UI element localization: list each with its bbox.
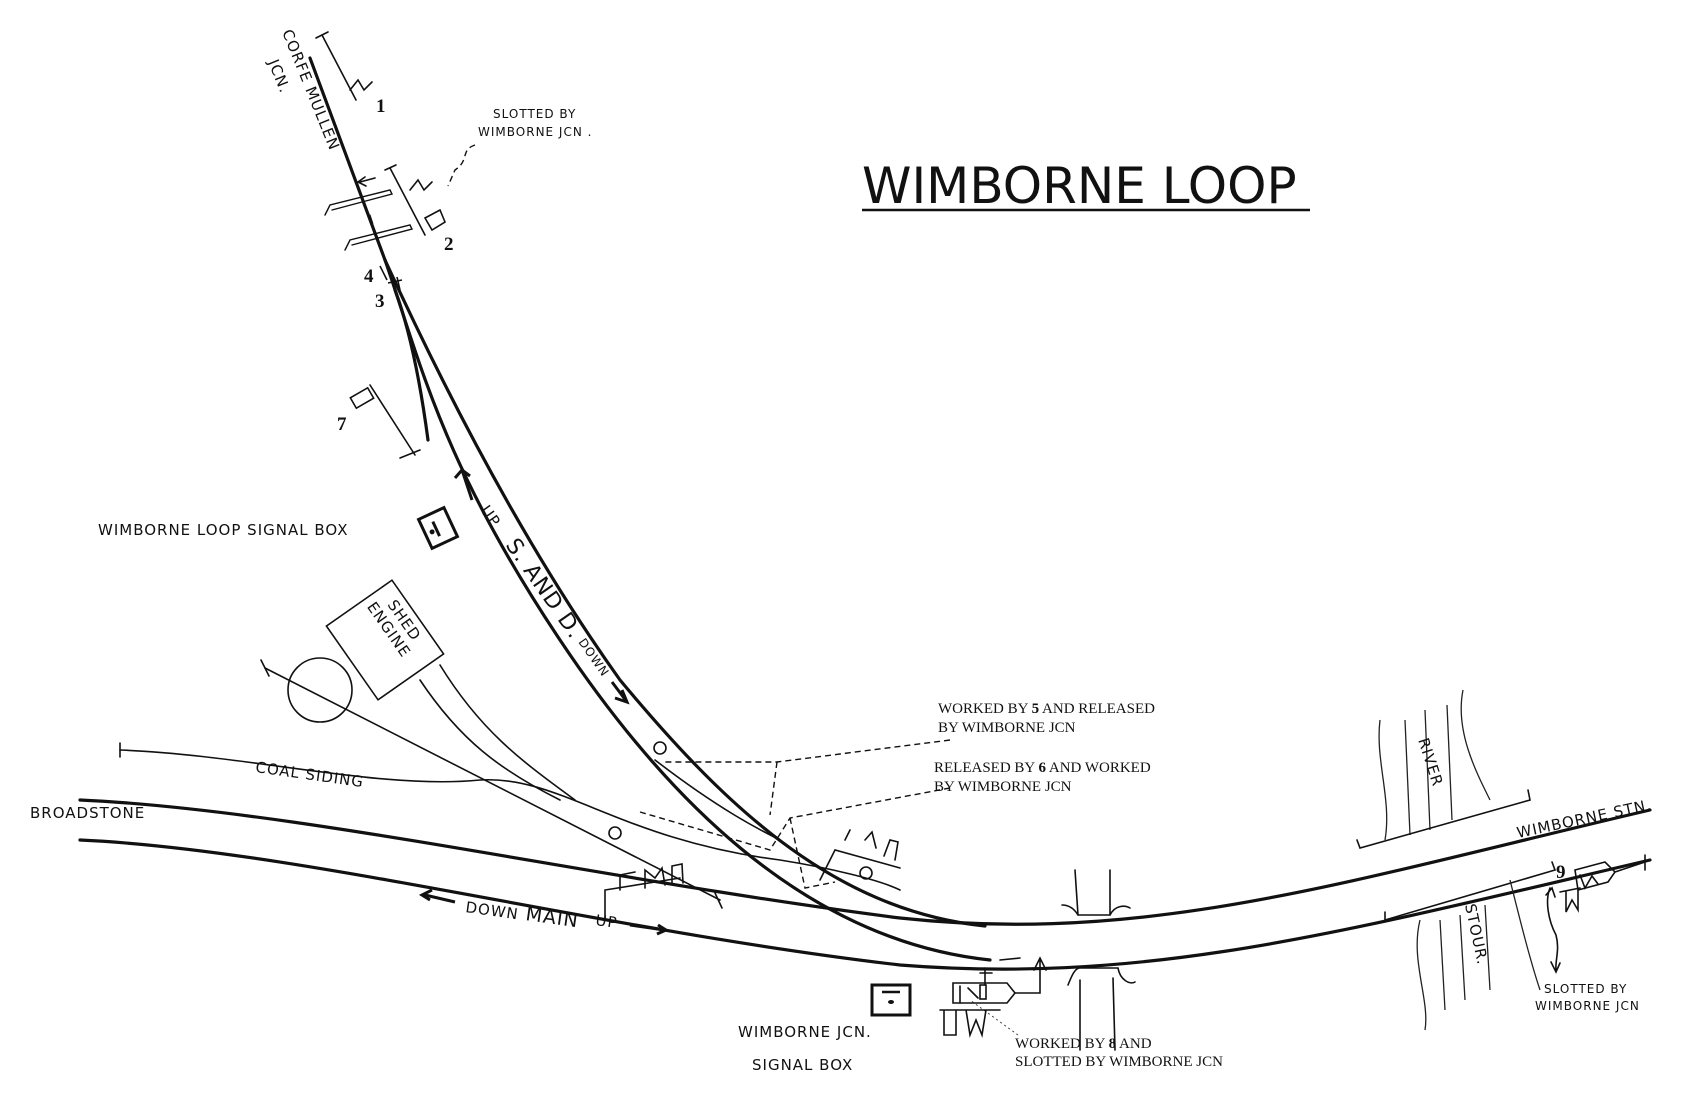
note-8-line2: SLOTTED BY WIMBORNE JCN <box>1015 1054 1223 1070</box>
road-bridge <box>1061 869 1136 1051</box>
main-line-south-rail <box>78 838 1652 971</box>
signal-number-9: 9 <box>1556 862 1566 883</box>
note-slotted-right-1: SLOTTED BY <box>1544 982 1627 996</box>
crossover-siding <box>654 759 781 841</box>
shed-road-1 <box>439 664 576 801</box>
main-line-labels: DOWN MAIN UP <box>418 888 670 936</box>
corfe-mullen-label-2: JCN. <box>264 56 294 96</box>
up-arrow-icon <box>453 467 474 501</box>
broadstone-label: BROADSTONE <box>30 804 145 822</box>
loop-box-label: WIMBORNE LOOP SIGNAL BOX <box>98 521 349 539</box>
note-6-post: AND WORKED <box>1046 760 1151 776</box>
corfe-mullen-label: CORFE MULLEN JCN. <box>264 27 343 153</box>
note-8-num: 8 <box>1109 1036 1117 1052</box>
sd-name-label: S. AND D. <box>500 534 587 644</box>
annotation-pointers <box>447 144 1019 1036</box>
note-slotted-right: SLOTTED BY WIMBORNE JCN <box>1535 982 1640 1013</box>
svg-text:WORKED BY 5 AND RELEASED: WORKED BY 5 AND RELEASED <box>938 701 1155 717</box>
main-line <box>78 798 1652 971</box>
diagram-title: WIMBORNE LOOP <box>862 157 1297 215</box>
note-slotted-top: SLOTTED BY WIMBORNE JCN . <box>478 107 592 139</box>
turntable-buffer <box>260 659 270 677</box>
signal-number-1: 1 <box>376 96 386 117</box>
river-stour: RIVER STOUR. <box>1356 689 1557 1031</box>
sd-line <box>308 56 992 962</box>
coal-siding-label: COAL SIDING <box>254 758 365 791</box>
signal-number-4: 4 <box>364 266 374 287</box>
title-group: WIMBORNE LOOP <box>862 157 1310 215</box>
bridge-north-parapet <box>1356 789 1531 849</box>
note-slotted-top-2: WIMBORNE JCN . <box>478 125 592 139</box>
main-down-arrow-icon <box>418 888 456 904</box>
loop-box-icon <box>416 505 460 551</box>
loop-spur <box>393 288 430 442</box>
sd-up-rail <box>383 258 992 962</box>
main-up-label: UP <box>594 911 618 932</box>
signal-1: 1 <box>315 31 386 117</box>
note-slotted-right-2: WIMBORNE JCN <box>1535 999 1640 1013</box>
signal-number-3: 3 <box>375 291 385 312</box>
main-name-label: MAIN <box>524 903 580 932</box>
note-5-post: AND RELEASED <box>1039 701 1155 717</box>
turntable-circle <box>287 657 353 723</box>
sd-down-rail <box>383 258 987 928</box>
coal-siding-track <box>119 749 901 891</box>
spur-buffer <box>714 892 723 909</box>
river-bank-south-right <box>1509 879 1541 991</box>
note-5-num: 5 <box>1032 701 1040 717</box>
note-6-pre: RELEASED BY <box>934 760 1038 776</box>
signal-2: 2 <box>356 164 454 255</box>
signal-number-7: 7 <box>337 414 347 435</box>
catch-points: 4 3 <box>324 189 414 312</box>
signal-number-2: 2 <box>444 234 454 255</box>
signal-9: 9 <box>1545 854 1646 974</box>
main-up-arrow-icon <box>629 923 670 936</box>
note-6-num: 6 <box>1038 760 1046 776</box>
down-arrow-icon <box>610 681 630 705</box>
note-6-line2: BY WIMBORNE JCN <box>934 779 1072 795</box>
svg-text:WORKED BY 8 AND: WORKED BY 8 AND <box>1015 1036 1152 1052</box>
note-8-pre: WORKED BY <box>1015 1036 1109 1052</box>
bridge-south-parapet <box>1384 861 1557 922</box>
note-slotted-top-1: SLOTTED BY <box>493 107 576 121</box>
note-signal-6: RELEASED BY 6 AND WORKED BY WIMBORNE JCN <box>934 760 1151 795</box>
note-5-line2: BY WIMBORNE JCN <box>938 720 1076 736</box>
engine-shed: ENGINE SHED <box>325 579 445 701</box>
river-bank-south-left <box>1416 919 1427 1031</box>
note-signal-5: WORKED BY 5 AND RELEASED BY WIMBORNE JCN <box>938 701 1155 736</box>
wimborne-stn-label: WIMBORNE STN. <box>1515 796 1653 842</box>
wimborne-jcn-signal-box: WIMBORNE JCN. SIGNAL BOX <box>738 983 912 1074</box>
main-line-north-rail <box>78 798 1652 926</box>
turntable-spur <box>264 667 721 901</box>
jcn-box-label-2: SIGNAL BOX <box>752 1056 853 1074</box>
river-label: RIVER <box>1414 736 1447 789</box>
ground-signals <box>604 741 901 921</box>
svg-text:RELEASED BY 6 AND WORKED: RELEASED BY 6 AND WORKED <box>934 760 1151 776</box>
wimborne-loop-signal-box: WIMBORNE LOOP SIGNAL BOX <box>98 505 460 551</box>
sidings <box>119 657 901 909</box>
signal-8 <box>939 956 1047 1038</box>
river-bank-north-right <box>1460 689 1491 801</box>
note-5-pre: WORKED BY <box>938 701 1032 717</box>
note-signal-8: WORKED BY 8 AND SLOTTED BY WIMBORNE JCN <box>1015 1036 1223 1070</box>
sd-single-line <box>308 56 387 262</box>
note-8-post: AND <box>1116 1036 1152 1052</box>
shed-road-2 <box>419 679 561 801</box>
jcn-box-label-1: WIMBORNE JCN. <box>738 1023 872 1041</box>
signal-7: 7 <box>337 384 421 459</box>
river-bank-north-left <box>1378 719 1388 841</box>
